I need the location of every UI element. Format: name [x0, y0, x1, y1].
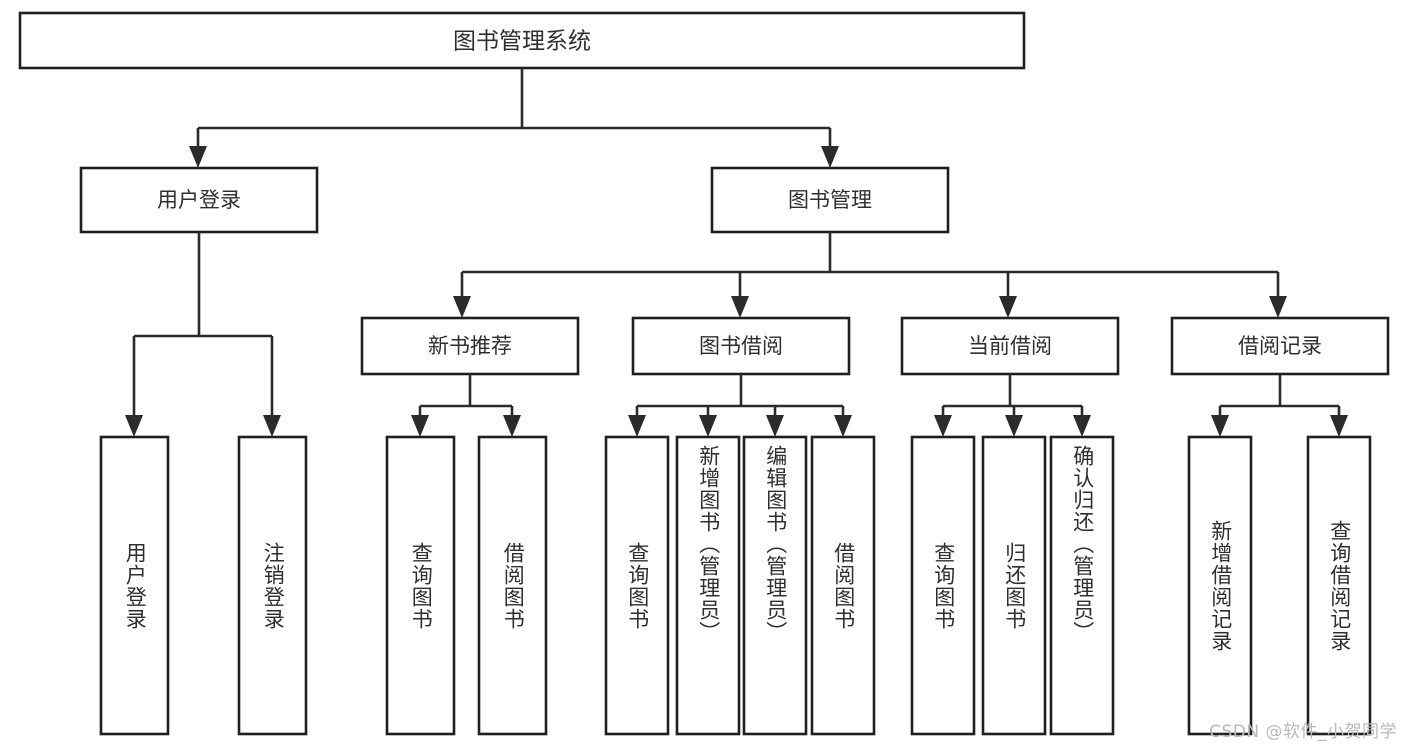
connector-current-borrow-to-leaves — [934, 374, 1091, 437]
leaf-box-10[interactable] — [1049, 435, 1115, 736]
leaf-box-7[interactable] — [810, 435, 876, 736]
leaf-box-6[interactable] — [742, 435, 808, 736]
leaf-box-1[interactable] — [237, 435, 308, 736]
node-label-user-login: 用户登录 — [157, 188, 241, 212]
csdn-watermark: CSDN @软件_小贺同学 — [1209, 722, 1397, 742]
node-label-book-borrow: 图书借阅 — [699, 334, 783, 358]
node-box-current-borrow[interactable] — [900, 316, 1120, 376]
leaf-box-12[interactable] — [1306, 435, 1372, 736]
leaf-box-9[interactable] — [981, 435, 1047, 736]
node-box-user-login[interactable] — [79, 166, 319, 234]
leaf-box-4[interactable] — [604, 435, 670, 736]
node-label-root: 图书管理系统 — [453, 29, 591, 55]
connector-root-to-level2 — [189, 68, 839, 168]
node-box-new-book-recommend[interactable] — [360, 316, 580, 376]
connector-new-book-recommend-to-leaves — [411, 374, 521, 437]
node-box-root[interactable] — [18, 11, 1026, 70]
leaf-box-2[interactable] — [385, 435, 456, 736]
connector-user-login-to-leaves — [125, 232, 281, 437]
node-label-new-book-recommend: 新书推荐 — [428, 334, 512, 358]
node-label-current-borrow: 当前借阅 — [968, 334, 1052, 358]
connector-book-management-to-level3 — [453, 232, 1287, 318]
connector-book-borrow-to-leaves — [628, 374, 852, 437]
connector-borrow-record-to-leaves — [1211, 374, 1348, 437]
node-label-book-management: 图书管理 — [788, 188, 872, 212]
node-label-borrow-record: 借阅记录 — [1238, 334, 1322, 358]
leaf-box-8[interactable] — [910, 435, 976, 736]
leaf-box-3[interactable] — [477, 435, 548, 736]
leaf-box-0[interactable] — [99, 435, 170, 736]
leaf-box-5[interactable] — [675, 435, 741, 736]
leaf-box-11[interactable] — [1187, 435, 1253, 736]
